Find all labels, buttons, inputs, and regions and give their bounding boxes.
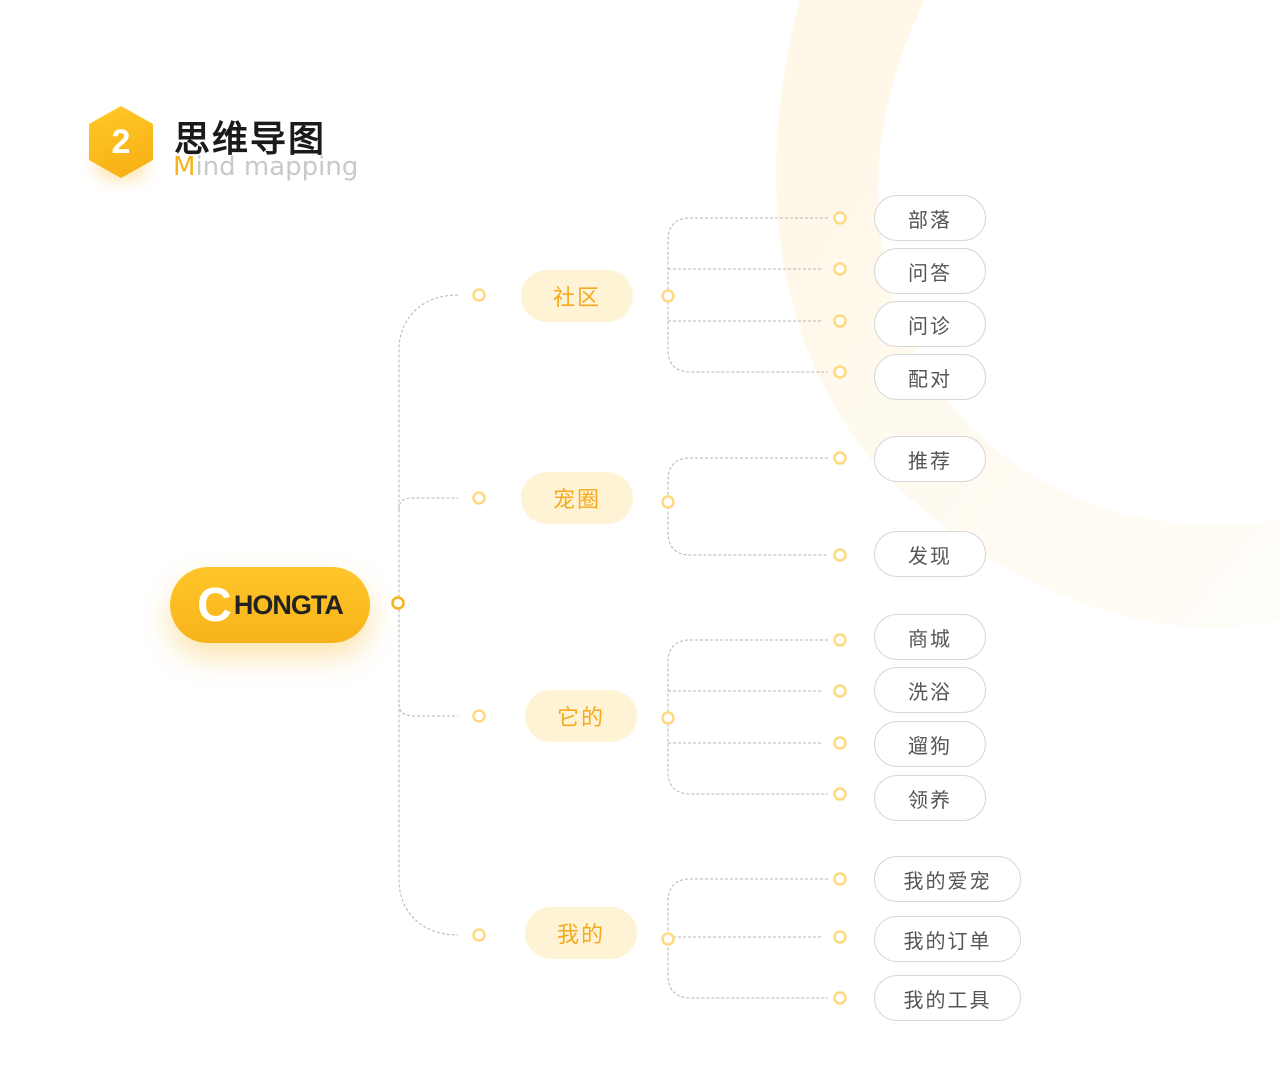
- branch-node-community: 社区: [521, 270, 633, 322]
- subtitle-initial: M: [173, 152, 196, 182]
- root-connector-node: [391, 596, 405, 610]
- section-subtitle: Mind mapping: [173, 152, 358, 182]
- leaf-node: 洗浴: [874, 667, 986, 713]
- trunk-line: [398, 294, 459, 936]
- leaf-connector-node: [833, 314, 847, 328]
- leaf-connector-node: [833, 872, 847, 886]
- group-connector-node: [661, 289, 675, 303]
- trunk-link: [398, 497, 458, 511]
- group-bracket: [667, 457, 828, 556]
- group-connector-node: [661, 932, 675, 946]
- leaf-node: 我的工具: [874, 975, 1021, 1021]
- branch-connector-node: [472, 288, 486, 302]
- leaf-node: 遛狗: [874, 721, 986, 767]
- leaf-connector-node: [833, 633, 847, 647]
- leaf-connector-node: [833, 548, 847, 562]
- group-bracket: [667, 217, 828, 373]
- group-connector-node: [661, 711, 675, 725]
- group-bracket: [667, 878, 828, 999]
- leaf-connector-node: [833, 991, 847, 1005]
- branch-connector-node: [472, 491, 486, 505]
- leaf-connector-node: [833, 365, 847, 379]
- leaf-node: 问答: [874, 248, 986, 294]
- background-arc: [776, 0, 1280, 628]
- leaf-node: 问诊: [874, 301, 986, 347]
- branch-node-pet-circle: 宠圈: [521, 472, 633, 524]
- leaf-node: 商城: [874, 614, 986, 660]
- root-label: HONGTA: [233, 589, 344, 620]
- leaf-connector-node: [833, 736, 847, 750]
- leaf-node: 领养: [874, 775, 986, 821]
- trunk-link: [398, 703, 458, 717]
- leaf-connector-node: [833, 684, 847, 698]
- connector-nodes: [391, 211, 847, 1005]
- section-title: 思维导图: [174, 119, 327, 160]
- leaf-node: 发现: [874, 531, 986, 577]
- branch-connector-node: [472, 709, 486, 723]
- leaf-node: 配对: [874, 354, 986, 400]
- leaf-node: 推荐: [874, 436, 986, 482]
- section-number: 2: [111, 122, 131, 161]
- leaf-connector-node: [833, 262, 847, 276]
- group-bracket: [667, 639, 828, 795]
- leaf-node: 我的爱宠: [874, 856, 1021, 902]
- leaf-connector-node: [833, 930, 847, 944]
- leaf-connector-node: [833, 787, 847, 801]
- leaf-connector-node: [833, 211, 847, 225]
- branch-node-mine: 我的: [525, 907, 637, 959]
- subtitle-rest: ind mapping: [195, 152, 359, 182]
- root-initial: C: [197, 578, 232, 632]
- connector-lines: [398, 217, 828, 999]
- leaf-node: 我的订单: [874, 916, 1021, 962]
- leaf-node: 部落: [874, 195, 986, 241]
- leaf-connector-node: [833, 451, 847, 465]
- branch-connector-node: [472, 928, 486, 942]
- branch-node-its: 它的: [525, 690, 637, 742]
- group-connector-node: [661, 495, 675, 509]
